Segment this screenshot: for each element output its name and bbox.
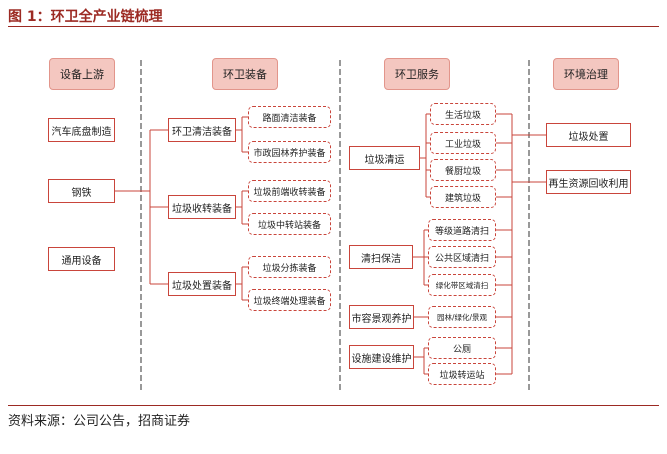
source-rule — [8, 405, 659, 406]
service-item-garden-landscape: 园林/绿化/景观 — [428, 306, 496, 328]
equipment-item-front-collection: 垃圾前端收转装备 — [248, 180, 331, 202]
upstream-steel: 钢铁 — [48, 179, 115, 203]
upstream-chassis: 汽车底盘制造 — [48, 118, 115, 142]
governance-recycling: 再生资源回收利用 — [546, 170, 631, 194]
figure-title: 图 1：环卫全产业链梳理 — [8, 9, 163, 25]
title-rule — [8, 26, 659, 27]
equipment-item-transfer-station: 垃圾中转站装备 — [248, 213, 331, 235]
equipment-category-cleaning: 环卫清洁装备 — [168, 118, 236, 142]
source-note: 资料来源：公司公告，招商证券 — [8, 414, 191, 429]
header-upstream: 设备上游 — [49, 58, 115, 90]
equipment-item-garden-maintenance: 市政园林养护装备 — [248, 141, 331, 163]
service-item-industrial: 工业垃圾 — [430, 132, 496, 154]
header-equipment: 环卫装备 — [212, 58, 278, 90]
service-item-construction: 建筑垃圾 — [430, 186, 496, 208]
header-services: 环卫服务 — [384, 58, 450, 90]
service-category-garbage-transport: 垃圾清运 — [349, 146, 420, 170]
equipment-category-collection: 垃圾收转装备 — [168, 195, 236, 219]
equipment-item-terminal-treatment: 垃圾终端处理装备 — [248, 289, 331, 311]
service-item-kitchen: 餐厨垃圾 — [430, 159, 496, 181]
service-category-street-cleaning: 清扫保洁 — [349, 245, 413, 269]
service-category-landscape: 市容景观养护 — [349, 305, 414, 329]
service-item-transfer-station: 垃圾转运站 — [428, 363, 496, 385]
header-governance: 环境治理 — [553, 58, 619, 90]
equipment-category-disposal: 垃圾处置装备 — [168, 272, 236, 296]
service-category-facility: 设施建设维护 — [349, 345, 414, 369]
service-item-public-area: 公共区域清扫 — [428, 246, 496, 268]
service-item-green-belt: 绿化带区域清扫 — [428, 274, 496, 296]
service-item-household: 生活垃圾 — [430, 103, 496, 125]
upstream-general-equipment: 通用设备 — [48, 247, 115, 271]
equipment-item-sorting: 垃圾分拣装备 — [248, 256, 331, 278]
governance-disposal: 垃圾处置 — [546, 123, 631, 147]
service-item-road-sweeping: 等级道路清扫 — [428, 219, 496, 241]
equipment-item-road-cleaning: 路面清洁装备 — [248, 106, 331, 128]
service-item-public-toilet: 公厕 — [428, 337, 496, 359]
